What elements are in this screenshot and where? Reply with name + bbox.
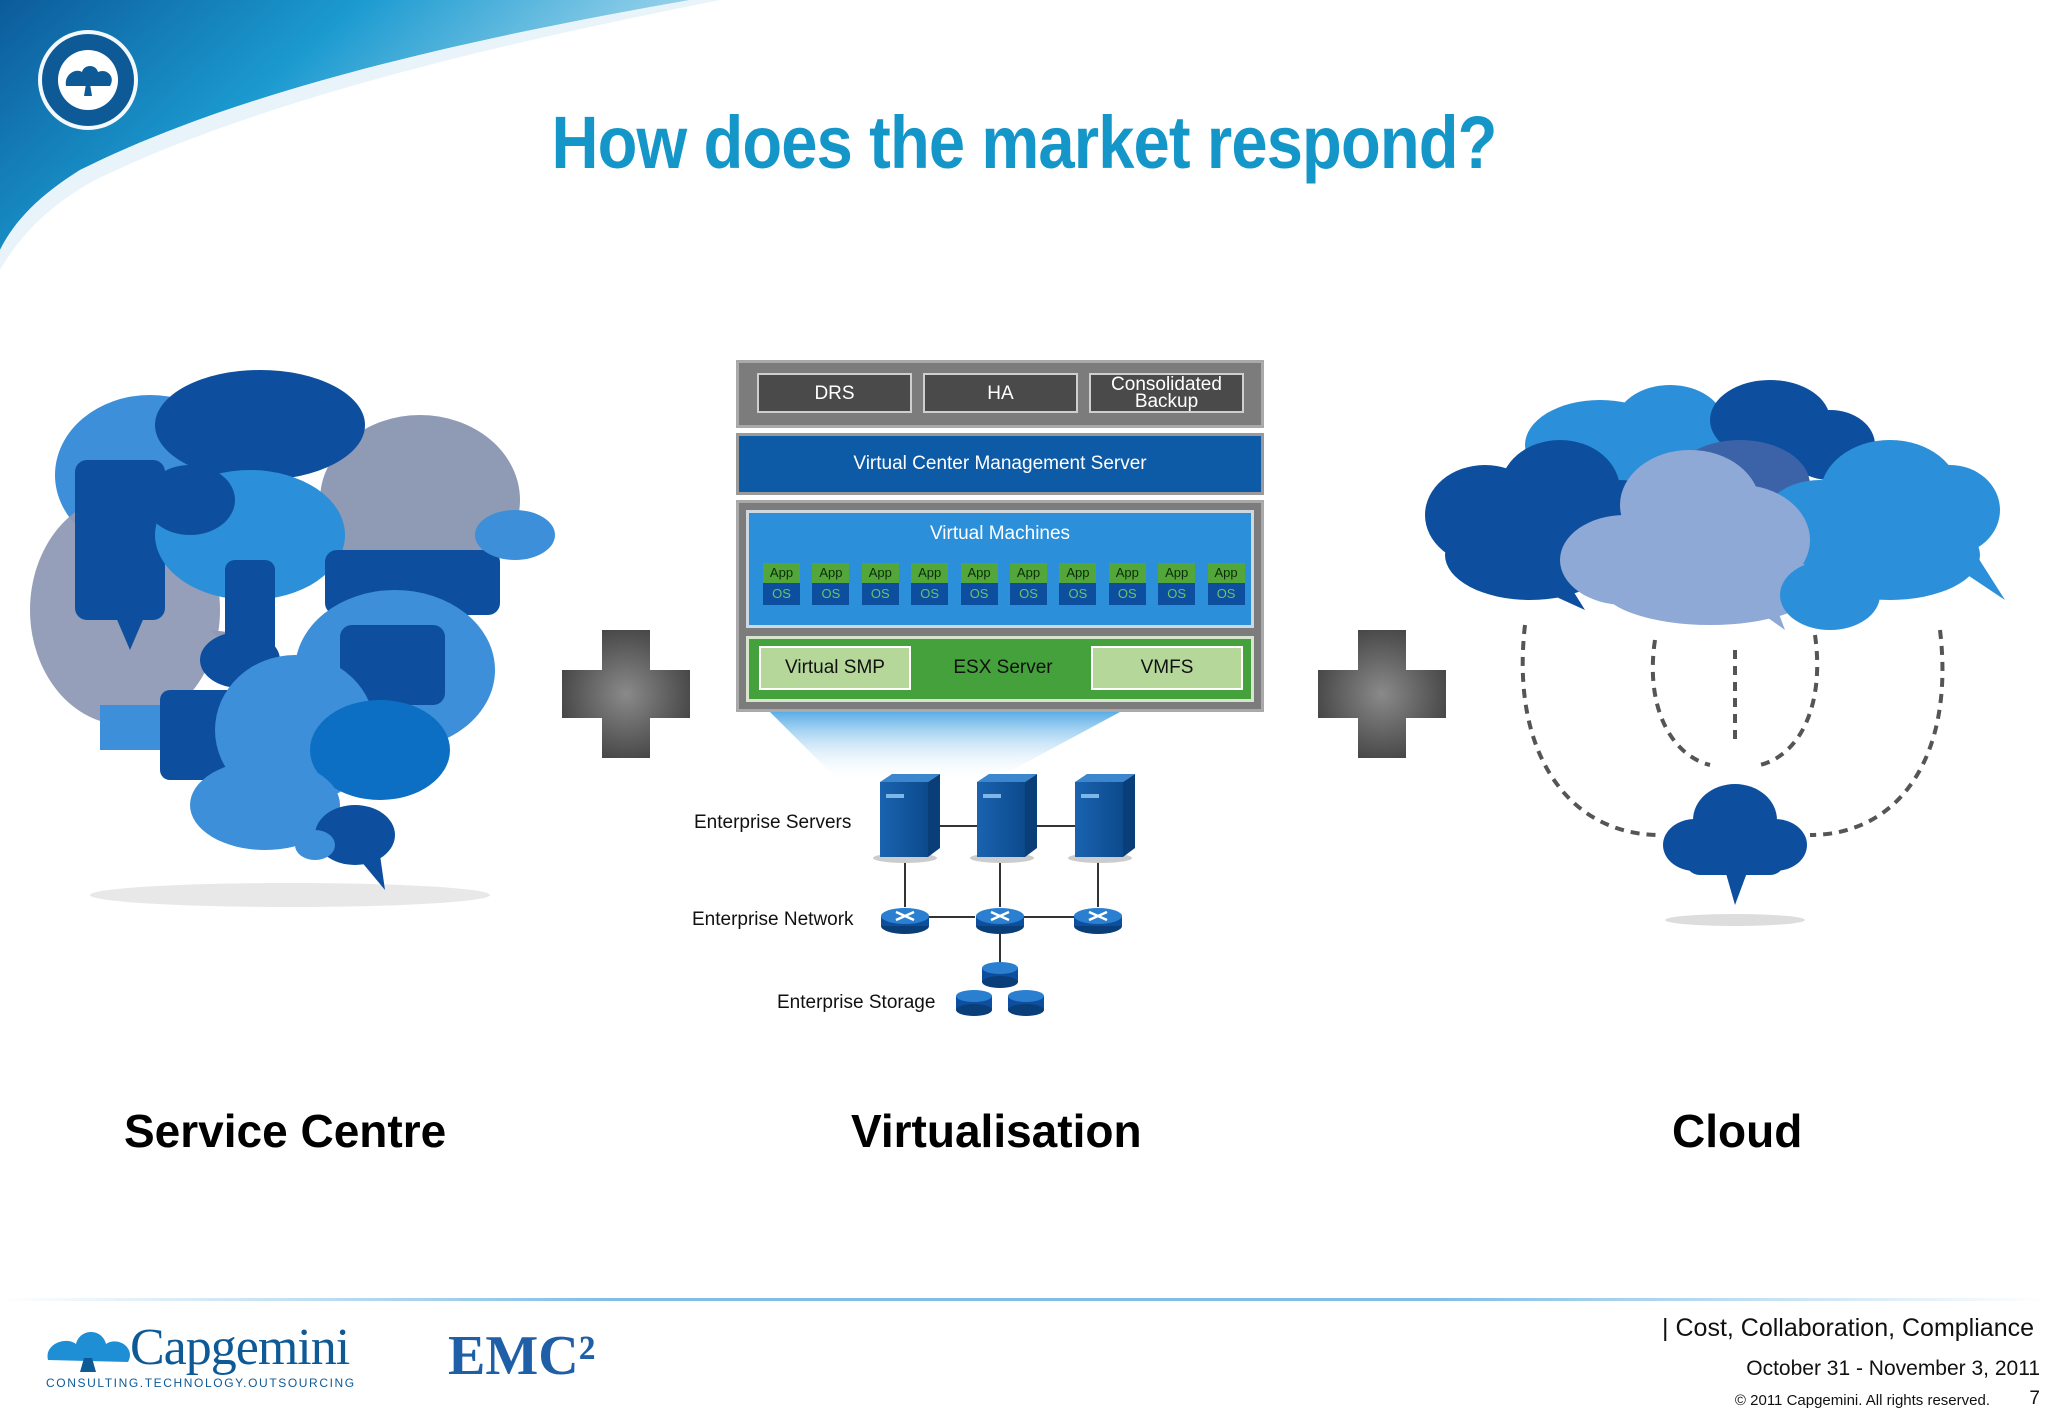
capgemini-wordmark: Capgemini [130,1319,350,1376]
management-server-bar: Virtual Center Management Server [736,433,1264,495]
management-tools-bar: DRS HA Consolidated Backup [736,360,1264,428]
footer-date: October 31 - November 3, 2011 [1746,1357,2040,1380]
plus-icon [562,630,690,758]
small-cloud [1663,784,1807,905]
vm-app-cell: App [861,563,899,583]
router-icon [1074,908,1122,934]
esx-server-panel: Virtual SMP ESX Server VMFS [746,636,1254,702]
enterprise-servers-label: Enterprise Servers [694,812,852,833]
caption-cloud: Cloud [1672,1105,1803,1157]
storage-disk-icon [982,962,1018,988]
vm-app-cell: App [1158,563,1196,583]
capgemini-spade-icon [47,1332,130,1372]
footer-copyright: © 2011 Capgemini. All rights reserved. [1734,1392,1990,1409]
capgemini-seal-icon [38,30,138,130]
capgemini-subtext: CONSULTING.TECHNOLOGY.OUTSOURCING [46,1376,356,1390]
router-icon [976,908,1024,934]
storage-disk-icon [1008,990,1044,1016]
speech-bubbles-illustration [30,370,555,907]
virtual-machines-title: Virtual Machines [929,523,1071,544]
vm-app-cell: App [1207,563,1245,583]
plus-icon [1318,630,1446,758]
cloud-illustration [1425,380,2005,926]
vm-app-cell: App [1108,563,1146,583]
vm-app-cell: App [911,563,949,583]
footer-divider [0,1298,2048,1301]
caption-service-centre: Service Centre [124,1105,447,1157]
virtual-smp-box: Virtual SMP [759,646,911,690]
drs-box: DRS [757,373,912,413]
vm-app-cell: App [960,563,998,583]
router-icon [881,908,929,934]
ha-box: HA [923,373,1078,413]
corner-swoosh [0,0,720,270]
vm-os-cell: OS [1158,583,1196,605]
storage-disk-icon [956,990,992,1016]
vm-os-cell: OS [1108,583,1146,605]
vm-app-cell: App [1059,563,1097,583]
page-number: 7 [2029,1388,2040,1409]
consolidated-backup-box: Consolidated Backup [1089,373,1244,413]
vm-app-cell: App [812,563,850,583]
vm-app-cell: App [763,563,800,583]
vm-os-cell: OS [861,583,899,605]
vm-os-cell: OS [1207,583,1245,605]
enterprise-storage-label: Enterprise Storage [777,992,936,1013]
vm-os-cell: OS [960,583,998,605]
capgemini-logo: Capgemini CONSULTING.TECHNOLOGY.OUTSOURC… [44,1318,374,1398]
vm-os-cell: OS [911,583,949,605]
emc-logo: EMC² [448,1325,596,1387]
vm-os-cell: OS [1010,583,1047,605]
enterprise-network-label: Enterprise Network [692,909,854,930]
vmfs-box: VMFS [1091,646,1243,690]
server-icon [873,774,940,863]
infrastructure-diagram [770,712,1135,1016]
vm-app-cell: App [1010,563,1047,583]
caption-virtualisation: Virtualisation [851,1105,1142,1157]
server-icon [970,774,1037,863]
vm-os-cell: OS [812,583,850,605]
esx-server-label: ESX Server [953,657,1053,678]
server-icon [1068,774,1135,863]
vm-os-cell: OS [1059,583,1097,605]
footer-tagline: | Cost, Collaboration, Compliance [1662,1314,2034,1342]
vm-os-cell: OS [763,583,800,605]
page-title: How does the market respond? [551,101,1497,184]
